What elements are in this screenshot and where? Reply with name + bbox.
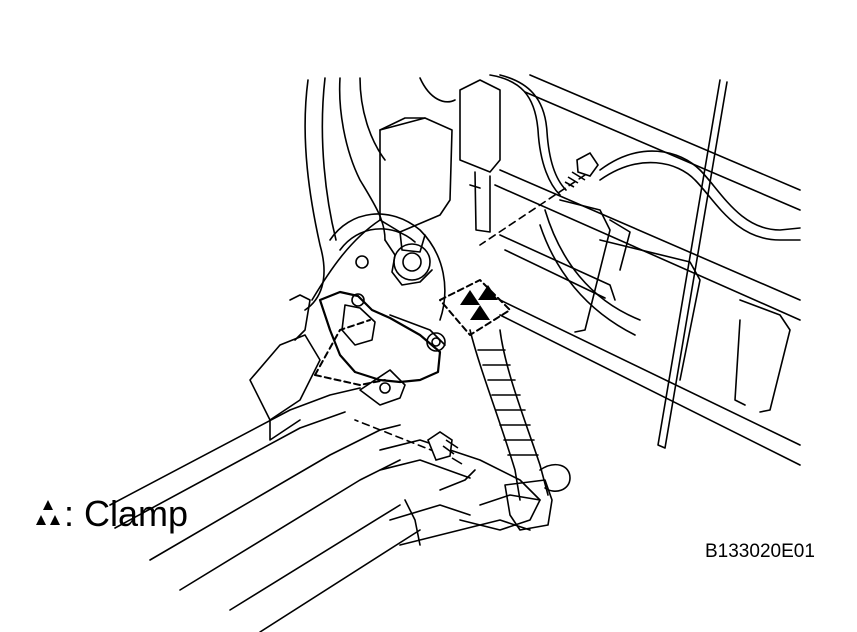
figure-code: B133020E01	[705, 541, 815, 562]
clamp-locations	[314, 279, 511, 386]
bolt-upper-icon	[564, 151, 599, 188]
recliner-mechanism	[329, 213, 446, 321]
seat-cover-bracket	[318, 290, 446, 406]
seatbelt-strap	[469, 329, 553, 531]
bolt-callout-lines	[354, 174, 586, 453]
seat-side-shield	[304, 77, 456, 311]
dashed-triangle-clamp-icon	[36, 500, 60, 525]
seat-track	[109, 294, 571, 632]
seatback-frame	[494, 74, 801, 466]
legend-label: Clamp	[84, 493, 189, 534]
legend-separator: :	[64, 493, 75, 534]
bolt-lower-icon	[427, 431, 463, 465]
connector-block	[379, 79, 501, 253]
wire-harness	[489, 74, 801, 241]
legend: : Clamp	[34, 496, 188, 532]
clamp-marker-icons	[460, 285, 498, 320]
